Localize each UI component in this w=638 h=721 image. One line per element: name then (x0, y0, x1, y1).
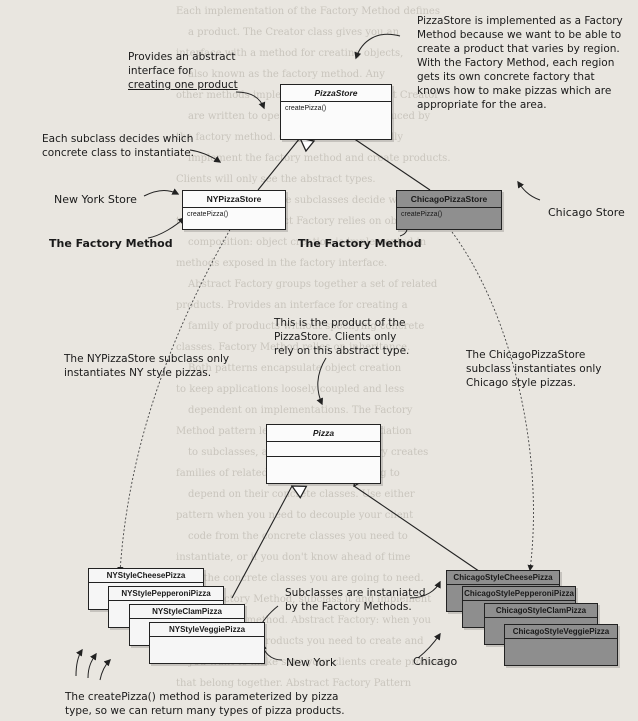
inherit-chicago-pizza-line (354, 486, 493, 581)
note-bottom: The createPizza() method is parameterize… (65, 691, 345, 717)
subclasses-right-arrow (409, 580, 441, 599)
note-chicago-only: The ChicagoPizzaStore subclass instantia… (466, 349, 602, 389)
label-chicago: Chicago (413, 655, 458, 668)
class-pizzastore: PizzaStore createPizza() (280, 84, 392, 140)
inherit-ny-store-line (257, 138, 300, 191)
class-chicagopizzastore-name: ChicagoPizzaStore (397, 191, 501, 208)
bottom-arrow-1 (75, 648, 83, 677)
product-arrow (316, 357, 327, 406)
inherit-chicago-store-line (353, 138, 431, 191)
label-new-york-store: New York Store (54, 193, 137, 206)
chicago-store-arrow (517, 180, 541, 201)
class-nypizzastore: NYPizzaStore createPizza() (182, 190, 286, 230)
note-subclasses: Subclasses are instaniated by the Factor… (285, 587, 426, 613)
provides-arrow (235, 91, 266, 110)
label-chicago-store: Chicago Store (548, 206, 625, 219)
background-text-line: Factory Method: the subclasses decide wh… (188, 195, 447, 206)
bottom-arrow-2 (87, 652, 97, 679)
background-text-line: instantiate, or if you don't know ahead … (176, 552, 411, 563)
chicago-pizza-clam-name: ChicagoStyleClamPizza (485, 604, 597, 618)
class-chicagopizzastore-method: createPizza() (401, 211, 443, 218)
class-pizza-name: Pizza (267, 425, 380, 442)
background-text-line: a product. The Creator class gives you a… (188, 27, 400, 38)
note-pizzastore-factory: PizzaStore is implemented as a Factory M… (417, 15, 623, 111)
background-text-line: Both patterns encapsulate object creatio… (188, 363, 402, 374)
background-text-line: Each implementation of the Factory Metho… (176, 6, 440, 17)
class-nypizzastore-name: NYPizzaStore (183, 191, 285, 208)
label-factory-method-left: The Factory Method (49, 237, 173, 250)
ny-pizza-cheese-name: NYStyleCheesePizza (89, 569, 203, 583)
background-text-line: Abstract Factory groups together a set o… (188, 279, 438, 290)
chicago-pizza-veggie-name: ChicagoStyleVeggiePizza (505, 625, 617, 639)
new-york-store-arrow (143, 188, 180, 197)
ny-creates-line (117, 225, 233, 574)
background-text-line: To use Factory Method, subclass it and i… (176, 594, 432, 605)
background-text-line: also known as the factory method. Any (188, 69, 385, 80)
ny-pizza-veggie: NYStyleVeggiePizza (149, 622, 265, 664)
ny-pizza-veggie-name: NYStyleVeggiePizza (150, 623, 264, 637)
chicago-pizza-veggie: ChicagoStyleVeggiePizza (504, 624, 618, 666)
background-text-line: classes. Factory Method relies on inheri… (176, 342, 411, 353)
background-text-line: interface with a method for creating obj… (176, 48, 404, 59)
chicago-pizza-pepperoni-name: ChicagoStylePepperoniPizza (463, 587, 575, 601)
background-text-line: to instantiate. Abstract Factory relies … (176, 216, 416, 227)
background-text-line: code from the concrete classes you need … (188, 531, 408, 542)
chicago-arrow (417, 632, 441, 659)
background-text-line: composition: object creation is implemen… (188, 237, 427, 248)
ny-pizza-clam-name: NYStyleClamPizza (130, 605, 244, 619)
chicago-pizza-cheese-name: ChicagoStyleCheesePizza (447, 571, 559, 585)
background-text-line: have families of products you need to cr… (176, 636, 424, 647)
background-text-line: all the concrete classes you are going t… (188, 573, 424, 584)
background-text-line: you want to make sure your clients creat… (188, 657, 450, 668)
ny-pizza-pepperoni-name: NYStylePepperoniPizza (109, 587, 223, 601)
class-pizza: Pizza (266, 424, 381, 484)
class-pizzastore-method: createPizza() (285, 105, 327, 112)
background-text-line: dependent on implementations. The Factor… (188, 405, 413, 416)
background-text-line: products. Provides an interface for crea… (176, 300, 408, 311)
note-provides: Provides an abstract interface for creat… (128, 51, 238, 91)
class-nypizzastore-method: createPizza() (187, 211, 229, 218)
note-product: This is the product of the PizzaStore. C… (274, 317, 410, 357)
inherit-ny-pizza-line (231, 486, 292, 599)
background-text-line: the factory method. Abstract Factory: wh… (188, 615, 431, 626)
new-york-arrow (259, 642, 283, 661)
note-ny-only: The NYPizzaStore subclass only instantia… (64, 353, 230, 379)
class-pizzastore-name: PizzaStore (281, 85, 391, 102)
pizzastore-factory-arrow (354, 33, 401, 60)
class-chicagopizzastore: ChicagoPizzaStore createPizza() (396, 190, 502, 230)
label-factory-method-right: The Factory Method (298, 237, 422, 250)
label-new-york: New York (286, 656, 337, 669)
background-text-line: methods exposed in the factory interface… (176, 258, 388, 269)
background-text-line: that belong together. Abstract Factory P… (176, 678, 412, 689)
note-each-subclass: Each subclass decides which concrete cla… (42, 133, 194, 159)
each-subclass-arrow (189, 149, 222, 163)
factory-method-left-arrow (147, 217, 185, 239)
background-text-line: to keep applications loosely coupled and… (176, 384, 405, 395)
background-text-line: Clients will only see the abstract types… (176, 174, 376, 185)
bottom-arrow-3 (99, 659, 111, 681)
background-text-line: implement the factory method and create … (188, 153, 451, 164)
chicago-creates-line (451, 231, 534, 572)
background-text-line: family of products without specifying co… (188, 321, 425, 332)
background-text-line: pattern when you need to decouple your c… (176, 510, 414, 521)
